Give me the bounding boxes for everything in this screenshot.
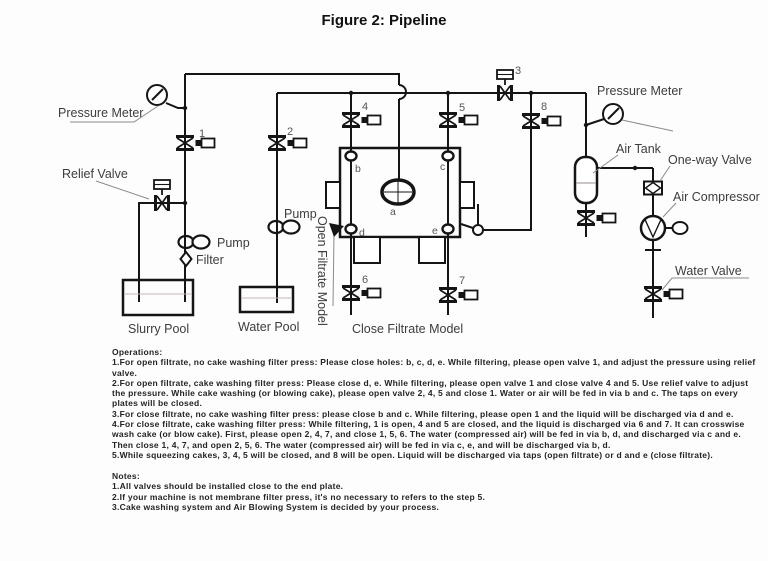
slurry-pump-icon — [177, 234, 211, 250]
pressure-meter-left-label: Pressure Meter — [58, 106, 143, 120]
water-pump-icon — [267, 219, 301, 235]
leader-pressure-meter-left — [70, 105, 159, 123]
valve-6-number: 6 — [362, 274, 368, 286]
pipe-gauge-stem-right — [585, 118, 605, 126]
one-way-valve-icon — [643, 180, 663, 196]
press-inner-pipes — [350, 152, 449, 233]
valve-8-icon — [520, 113, 562, 129]
close-filtrate-model-label: Close Filtrate Model — [352, 322, 463, 336]
leader-air-tank — [592, 154, 619, 174]
valve-1-number: 1 — [199, 128, 205, 140]
pressure-meter-right-label: Pressure Meter — [597, 84, 682, 98]
components — [146, 68, 689, 303]
press-left-leg — [353, 236, 381, 264]
air-compressor-icon — [639, 214, 689, 242]
squeeze-knob — [472, 224, 484, 236]
valve-3-number: 3 — [515, 65, 521, 77]
port-e-circle — [441, 223, 455, 235]
valve-3-icon — [495, 68, 515, 103]
pipe-relief-branch — [138, 202, 185, 302]
water-pump-label: Pump — [284, 207, 317, 221]
port-d-circle — [344, 223, 358, 235]
valve-8-number: 8 — [541, 101, 547, 113]
leader-relief-valve — [95, 180, 150, 200]
center-port-cross — [384, 181, 412, 203]
pressure-gauge-left-icon — [146, 84, 168, 106]
note-item: 2.If your machine is not membrane filter… — [112, 491, 486, 502]
relief-valve-icon — [152, 178, 172, 213]
press-left-tab — [325, 181, 341, 209]
leader-water-valve — [661, 277, 749, 291]
valve-5-number: 5 — [459, 102, 465, 114]
port-d-label: d — [359, 227, 365, 239]
leader-open-filtrate — [332, 233, 335, 307]
operation-step: 3.For close filtrate, no cake washing fi… — [112, 408, 734, 419]
air-tank-icon — [573, 155, 599, 205]
filter-press — [325, 146, 475, 264]
port-c-circle — [441, 150, 455, 162]
valve-6-icon — [340, 285, 382, 301]
junction-dots — [182, 90, 638, 206]
port-c-label: c — [440, 161, 445, 173]
pipe-squeeze-link — [460, 204, 479, 229]
leader-lines — [70, 105, 749, 307]
port-a-label: a — [390, 206, 396, 218]
pipeline-diagram: Pressure Meter Relief Valve Pump Filter … — [58, 65, 760, 336]
valve-1-icon — [174, 135, 216, 151]
note-item: 1.All valves should be installed close t… — [112, 481, 344, 492]
valve-4-number: 4 — [362, 101, 368, 113]
filter-label: Filter — [196, 253, 224, 267]
operations-section: Operations: 1.For open filtrate, no cake… — [112, 347, 762, 512]
notes-heading: Notes: — [112, 471, 140, 482]
one-way-valve-label: One-way Valve — [668, 153, 752, 167]
tank-drain-valve-icon — [575, 210, 617, 226]
operations-heading: Operations: — [112, 347, 163, 357]
slurry-pump-label: Pump — [217, 236, 250, 250]
pools — [121, 278, 295, 317]
water-pool-tank — [238, 285, 295, 314]
valve-5-icon — [437, 112, 479, 128]
open-filtrate-model-label: Open Filtrate Model — [315, 216, 329, 326]
slurry-pool-tank — [121, 278, 195, 317]
valve-7-icon — [437, 287, 479, 303]
valve-2-number: 2 — [287, 126, 293, 138]
filter-icon — [179, 251, 193, 267]
water-valve-label: Water Valve — [675, 264, 742, 278]
operation-step: 5.While squeezing cakes, 3, 4, 5 will be… — [112, 449, 713, 460]
leader-pressure-meter-right — [621, 119, 674, 132]
water-pool-label: Water Pool — [238, 320, 299, 334]
valve-2-icon — [266, 135, 308, 151]
pipe-valve8-branch — [483, 93, 532, 231]
port-b-circle — [344, 150, 358, 162]
press-right-tab — [459, 181, 475, 209]
note-item: 3.Cake washing system and Air Blowing Sy… — [112, 501, 440, 512]
water-valve-icon — [642, 286, 684, 302]
leader-one-way-valve — [659, 165, 671, 182]
pressure-gauge-right-icon — [602, 103, 624, 125]
valve-4-icon — [340, 112, 382, 128]
relief-valve-label: Relief Valve — [62, 167, 128, 181]
port-e-label: e — [432, 225, 438, 237]
air-compressor-label: Air Compressor — [673, 190, 760, 204]
operation-step: 2.For open filtrate, cake washing filter… — [112, 377, 749, 409]
pipe-top-feed — [185, 73, 400, 85]
air-tank-label: Air Tank — [616, 142, 662, 156]
figure-title: Figure 2: Pipeline — [321, 12, 447, 29]
diagram-labels: Pressure Meter Relief Valve Pump Filter … — [58, 65, 760, 336]
operation-step: 4.For close filtrate, cake washing filte… — [112, 418, 745, 450]
slurry-pool-label: Slurry Pool — [128, 322, 189, 336]
operation-step: 1.For open filtrate, no cake washing fil… — [112, 357, 756, 378]
leader-air-compressor — [662, 202, 677, 218]
pipe-gauge-stem-left — [165, 102, 185, 109]
port-b-label: b — [355, 163, 361, 175]
open-filtrate-arrowhead — [329, 223, 344, 237]
press-right-leg — [418, 236, 446, 264]
valve-7-number: 7 — [459, 275, 465, 287]
